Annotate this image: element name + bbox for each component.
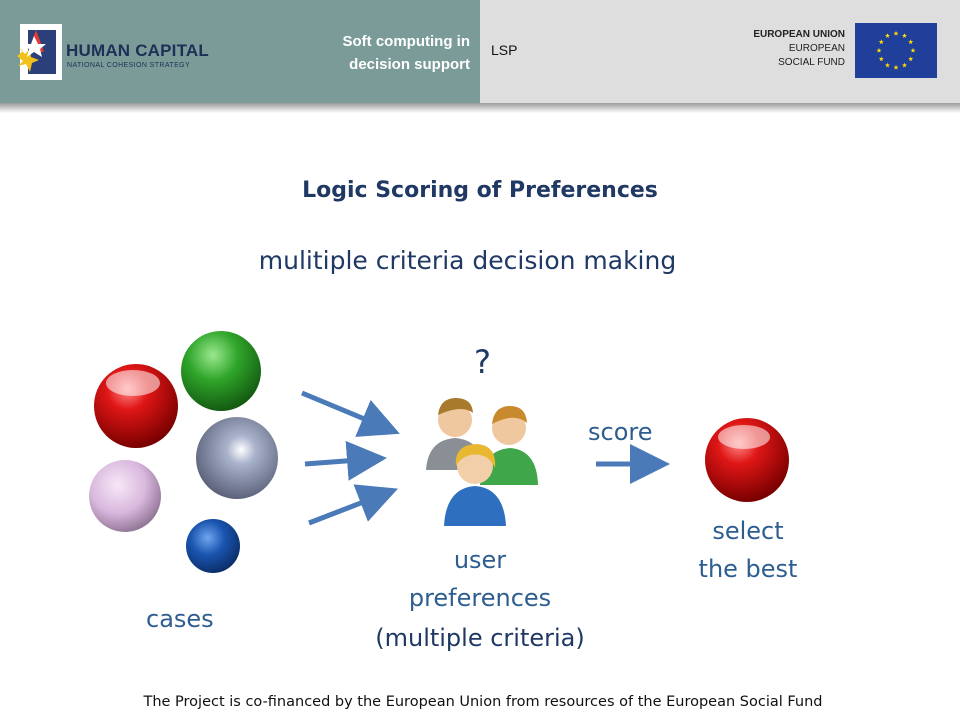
question-mark: ? (474, 343, 491, 381)
arrow-to-preferences-bottom (308, 484, 398, 526)
multiple-criteria-label: (multiple criteria) (375, 624, 585, 652)
course-title: Soft computing in decision support (290, 30, 470, 76)
users-group-icon (426, 398, 538, 526)
header-shadow (0, 103, 960, 113)
course-title-line1: Soft computing in (342, 33, 470, 50)
eu-star-icon (908, 39, 914, 45)
slide-header: HUMAN CAPITAL NATIONAL COHESION STRATEGY… (0, 0, 960, 113)
header-left-panel (0, 0, 480, 103)
user-preferences-line1: user (453, 546, 507, 574)
eu-star-icon (902, 33, 907, 38)
slide-subtitle: mulitiple criteria decision making (258, 246, 677, 275)
select-best-line1: select (712, 517, 784, 545)
user-preferences-line2: preferences (408, 584, 552, 612)
eu-star-icon (910, 47, 916, 53)
blue-sphere-icon (186, 519, 240, 573)
eu-star-icon (902, 62, 907, 68)
grey-sphere-icon (196, 417, 278, 499)
human-capital-logo-icon (17, 24, 62, 80)
eu-star-icon (908, 56, 914, 62)
eu-line1: EUROPEAN UNION (753, 29, 845, 40)
topic-label: LSP (491, 42, 518, 58)
select-best-label: select the best (668, 512, 828, 588)
eu-star-icon (878, 56, 884, 62)
eu-star-icon (893, 30, 899, 36)
eu-flag-icon (855, 23, 937, 78)
green-sphere-icon (181, 331, 261, 411)
footer-note: The Project is co-financed by the Europe… (143, 694, 823, 710)
logo-title: HUMAN CAPITAL (66, 41, 209, 60)
red-sphere-icon (94, 364, 178, 448)
eu-line2: EUROPEAN (788, 43, 845, 54)
eu-star-icon (878, 39, 884, 45)
arrow-to-preferences-middle (304, 440, 387, 481)
pink-sphere-icon (89, 460, 161, 532)
select-best-line2: the best (698, 555, 798, 583)
logo-subtitle: NATIONAL COHESION STRATEGY (67, 62, 191, 69)
eu-star-icon (893, 64, 899, 70)
eu-star-icon (885, 33, 890, 38)
course-title-line2: decision support (349, 56, 470, 73)
arrow-to-preferences-top (301, 390, 400, 437)
eu-star-icon (876, 47, 882, 53)
user-preferences-label: user preferences (380, 541, 580, 617)
eu-fund-label: EUROPEAN UNION EUROPEAN SOCIAL FUND (740, 28, 845, 70)
best-red-sphere-icon (705, 418, 789, 502)
score-label: score (588, 418, 653, 446)
cases-label: cases (146, 605, 214, 633)
eu-line3: SOCIAL FUND (778, 57, 845, 68)
slide-title: Logic Scoring of Preferences (302, 178, 658, 203)
eu-star-icon (885, 62, 890, 68)
